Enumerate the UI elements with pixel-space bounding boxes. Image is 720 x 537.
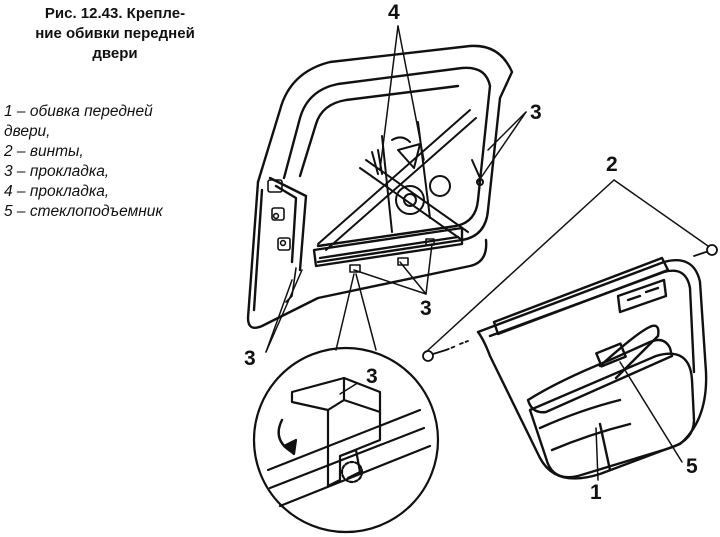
callout-3-left: 3 [244,347,256,370]
figure-legend: 1 – обивка передней двери, 2 – винты, 3 … [4,102,236,222]
door-frame [246,44,514,329]
screw-icons [422,244,718,362]
callout-2: 2 [606,153,618,176]
callout-3-inset: 3 [366,365,378,388]
door-trim-panel [476,256,708,480]
legend-item-1: 1 – обивка передней [4,103,153,120]
callout-1: 1 [590,481,602,504]
legend-item-4: 4 – прокладка, [4,183,110,200]
legend-item-1-cont: двери, [4,123,51,140]
inset-detail [252,346,440,534]
callout-4: 4 [388,1,400,24]
callout-5: 5 [686,455,698,478]
door-post-details [267,179,297,303]
caption-line-3: двери [92,45,138,62]
legend-item-2: 2 – винты, [4,143,84,160]
callout-3-mid: 3 [420,297,432,320]
figure-caption: Рис. 12.43. Крепле- ние обивки передней … [6,4,224,64]
caption-line-1: Рис. 12.43. Крепле- [44,5,186,22]
caption-line-2: ние обивки передней [35,25,195,42]
leader-lines [265,25,709,481]
legend-item-3: 3 – прокладка, [4,163,110,180]
callout-3-top: 3 [530,101,542,124]
legend-item-5: 5 – стеклоподъемник [4,203,163,220]
